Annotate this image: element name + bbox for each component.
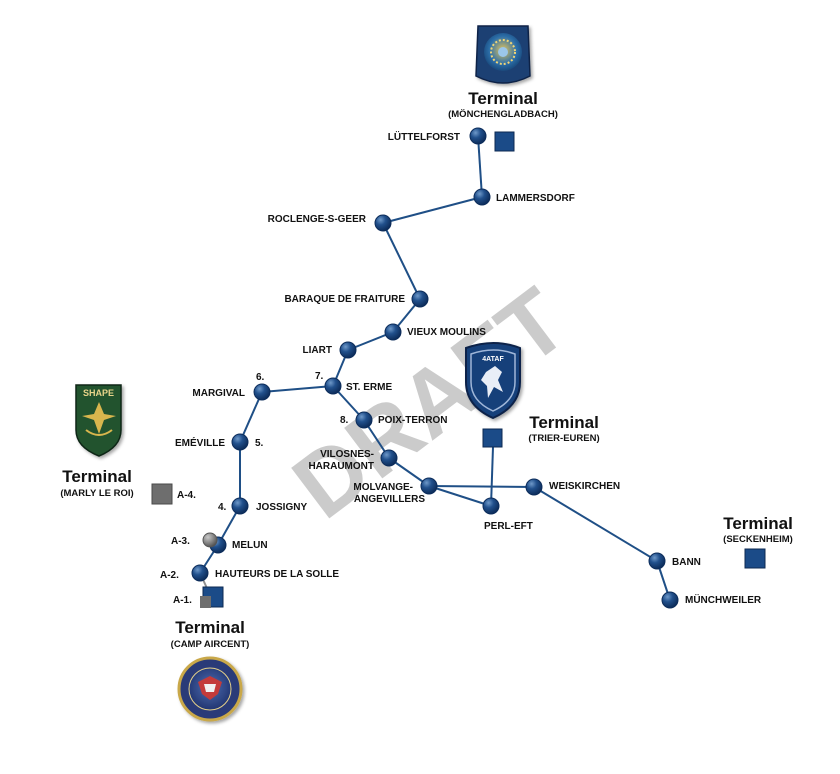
node-baraque <box>411 290 429 308</box>
node-emeville <box>231 433 249 451</box>
line-molvange-weiskirchen <box>428 485 535 488</box>
line-lammersdorf-roclenge <box>382 196 483 224</box>
ataf-emblem-label: 4ATAF <box>482 356 504 363</box>
draft-watermark: DRAFT <box>275 269 585 538</box>
label-liart: LIART <box>303 345 332 356</box>
node-liart <box>339 341 357 359</box>
line-luttelforst-lammersdorf <box>477 135 483 198</box>
terminal-trier-title: Terminal <box>529 413 599 432</box>
terminal-monchengladbach-subtitle: (MÖNCHENGLADBACH) <box>448 109 558 120</box>
label-vieux: VIEUX MOULINS <box>407 327 486 338</box>
node-poix <box>355 411 373 429</box>
terminal-seckenheim-title: Terminal <box>723 514 793 533</box>
node-jossigny <box>231 497 249 515</box>
terminal-trier-subtitle: (TRIER-EUREN) <box>528 433 599 444</box>
label-margival: MARGIVAL <box>192 388 245 399</box>
label-jossigny: JOSSIGNY <box>256 502 307 513</box>
node-molvange <box>420 477 438 495</box>
number-a4: A-4. <box>177 490 196 501</box>
label-weiskirchen: WEISKIRCHEN <box>549 481 620 492</box>
terminal-monchengladbach-title: Terminal <box>468 89 538 108</box>
label-vilosnes-line1: VILOSNES- <box>320 449 374 460</box>
terminal-marly-title: Terminal <box>62 467 132 486</box>
terminal-box-trier <box>482 428 503 448</box>
label-lammersdorf: LAMMERSDORF <box>496 193 575 204</box>
line-molvange-perl <box>428 485 492 507</box>
number-6: 6. <box>256 372 265 383</box>
shape-emblem-label: SHAPE <box>83 388 114 398</box>
number-4: 4. <box>218 502 227 513</box>
line-margival-emeville <box>239 391 263 443</box>
label-hauteurs: HAUTEURS DE LA SOLLE <box>215 569 339 580</box>
label-melun: MELUN <box>232 540 268 551</box>
node-weiskirchen <box>525 478 543 496</box>
number-a3: A-3. <box>171 536 190 547</box>
terminal-marly-subtitle: (MARLY LE ROI) <box>60 488 133 499</box>
node-margival <box>253 383 271 401</box>
label-molvange-line1: MOLVANGE- <box>353 482 413 493</box>
monchengladbach-emblem-icon <box>475 25 531 84</box>
number-5: 5. <box>255 438 264 449</box>
station-nodes <box>191 127 679 609</box>
line-perl-trier <box>490 446 494 507</box>
label-baraque: BARAQUE DE FRAITURE <box>284 294 405 305</box>
label-roclenge: ROCLENGE-S-GEER <box>268 214 367 225</box>
label-emeville: EMÉVILLE <box>175 436 225 449</box>
terminal-labels: Terminal (MÖNCHENGLADBACH) Terminal (TRI… <box>60 89 793 650</box>
ataf-emblem-icon: 4ATAF <box>465 342 521 420</box>
label-vilosnes-line2: HARAUMONT <box>308 461 374 472</box>
node-bann <box>648 552 666 570</box>
number-a2: A-2. <box>160 570 179 581</box>
line-weiskirchen-bann <box>533 486 658 562</box>
node-luttelforst <box>469 127 487 145</box>
label-molvange-line2: ANGEVILLERS <box>354 494 425 505</box>
label-perl: PERL-EFT <box>484 521 533 532</box>
number-8: 8. <box>340 415 349 426</box>
terminal-seckenheim-subtitle: (SECKENHEIM) <box>723 534 793 545</box>
node-roclenge <box>374 214 392 232</box>
line-roclenge-baraque <box>382 222 421 300</box>
terminal-boxes <box>151 131 766 608</box>
label-bann: BANN <box>672 557 701 568</box>
number-labels: 6. 7. 8. 5. 4. A-4. A-3. A-2. A-1. <box>160 371 349 606</box>
label-luttelforst: LÜTTELFORST <box>388 130 460 143</box>
label-munchweiler: MÜNCHWEILER <box>685 593 762 606</box>
number-7: 7. <box>315 371 324 382</box>
node-vilosnes <box>380 449 398 467</box>
node-hauteurs <box>191 564 209 582</box>
node-a3-grey <box>202 532 218 548</box>
shape-emblem-icon: SHAPE <box>75 384 122 457</box>
node-sterme <box>324 377 342 395</box>
aircent-emblem-icon <box>177 656 243 722</box>
node-perl <box>482 497 500 515</box>
terminal-box-luttelforst <box>494 131 515 152</box>
terminal-camp-subtitle: (CAMP AIRCENT) <box>171 639 250 650</box>
number-a1: A-1. <box>173 595 192 606</box>
node-vieux <box>384 323 402 341</box>
node-munchweiler <box>661 591 679 609</box>
grey-box-a1 <box>200 596 211 608</box>
station-labels: LÜTTELFORST LAMMERSDORF ROCLENGE-S-GEER … <box>175 130 762 606</box>
node-lammersdorf <box>473 188 491 206</box>
label-sterme: ST. ERME <box>346 382 392 393</box>
label-poix: POIX-TERRON <box>378 415 447 426</box>
grey-box-a4 <box>151 483 173 505</box>
line-sterme-margival <box>261 385 334 393</box>
terminal-camp-title: Terminal <box>175 618 245 637</box>
terminal-box-seckenheim <box>744 548 766 569</box>
